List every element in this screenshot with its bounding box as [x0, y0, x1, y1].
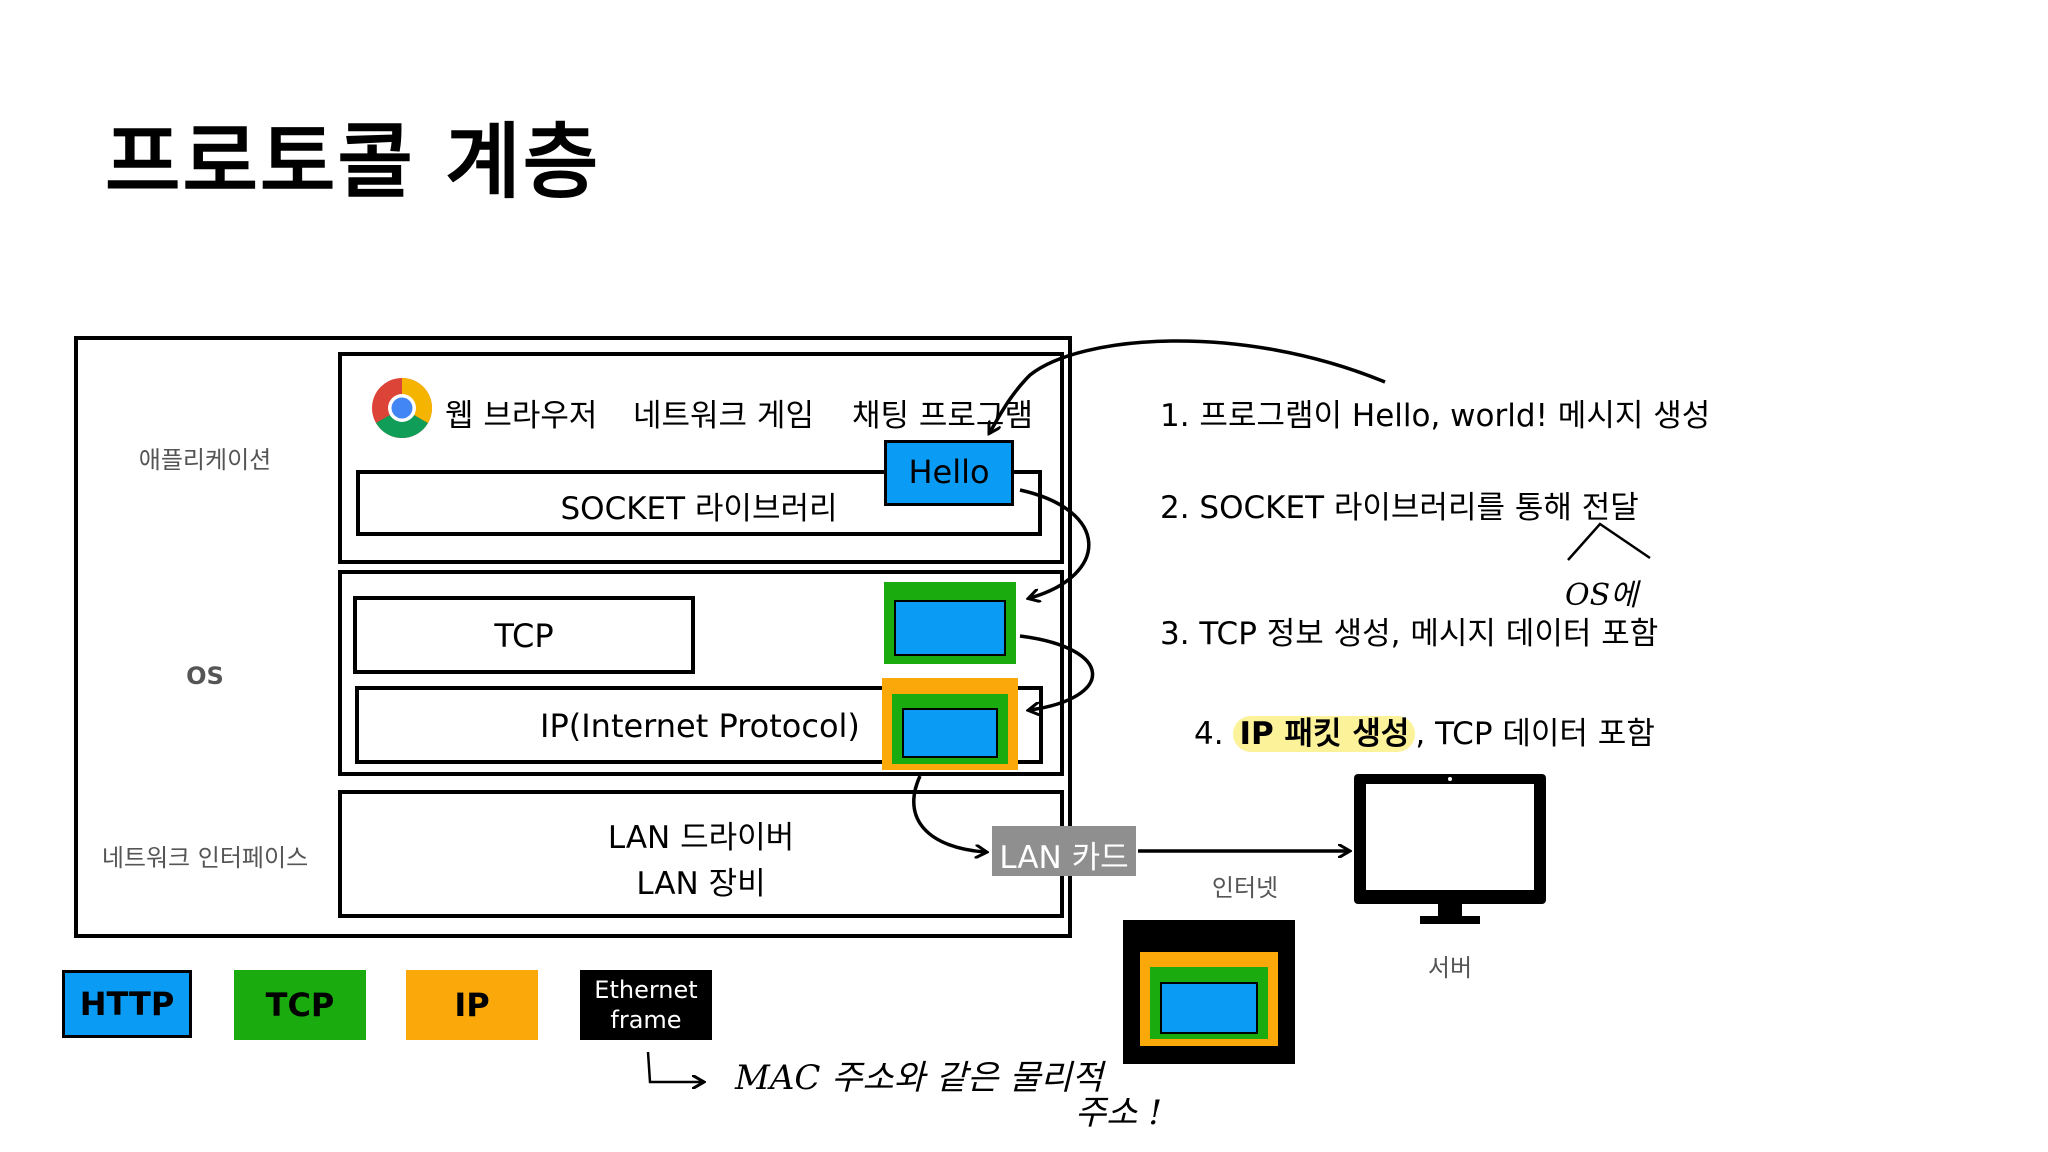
mac-handwritten-note-line1: MAC 주소와 같은 물리적: [735, 1058, 1104, 1098]
legend-ip: IP: [406, 970, 538, 1040]
page-title: 프로토콜 계층: [105, 115, 601, 210]
step-4: 4. IP 패킷 생성, TCP 데이터 포함: [1194, 708, 1655, 753]
socket-library-label: SOCKET 라이브러리: [560, 491, 838, 527]
tcp-segment-payload: [894, 600, 1006, 656]
tcp-label: TCP: [494, 617, 554, 655]
ip-label: IP(Internet Protocol): [540, 707, 860, 745]
os-note-caret: [1567, 522, 1651, 561]
ip-packet-payload: [902, 708, 998, 758]
lan-card-label: LAN 카드: [999, 840, 1129, 876]
mac-handwritten-note-line2: 주소 !: [1075, 1093, 1163, 1133]
arrow-step1-to-chat: [990, 339, 1386, 432]
step-4-number: 4.: [1194, 716, 1224, 752]
hello-message-box: [884, 440, 1014, 506]
ethernet-frame-payload: [1160, 982, 1258, 1034]
legend-ethernet-line1: Ethernet: [594, 976, 698, 1004]
step-3: 3. TCP 정보 생성, 메시지 데이터 포함: [1160, 616, 1659, 652]
step-4-rest: , TCP 데이터 포함: [1415, 716, 1655, 752]
tcp-box: [353, 596, 695, 674]
step-4-highlight: IP 패킷 생성: [1233, 716, 1416, 752]
arrow-tcp-to-ip: [1019, 634, 1095, 710]
step-1: 1. 프로그램이 Hello, world! 메시지 생성: [1160, 398, 1711, 434]
app-chat-program: 채팅 프로그램: [852, 398, 1033, 434]
arrow-ip-to-lan-card: [912, 775, 985, 852]
legend-ethernet-frame: Ethernet frame: [580, 970, 712, 1040]
mac-note-arrow: [646, 1051, 702, 1082]
lan-device-label: LAN 장비: [636, 866, 766, 902]
app-network-game: 네트워크 게임: [633, 398, 814, 434]
network-interface-layer-box: [338, 790, 1064, 918]
server-label: 서버: [1427, 954, 1473, 982]
internet-label: 인터넷: [1211, 874, 1279, 902]
layer-label-network-interface: 네트워크 인터페이스: [101, 844, 309, 872]
os-handwritten-note: OS에: [1565, 578, 1638, 613]
server-monitor-icon: [1350, 770, 1550, 930]
legend-ethernet-line2: frame: [610, 1006, 682, 1034]
hello-message-label: Hello: [908, 453, 990, 491]
legend-tcp: TCP: [234, 970, 366, 1040]
legend-http: HTTP: [62, 970, 192, 1038]
arrow-hello-to-tcp: [1019, 488, 1091, 598]
step-2: 2. SOCKET 라이브러리를 통해 전달: [1160, 490, 1639, 526]
layer-label-application: 애플리케이션: [138, 446, 272, 474]
lan-driver-label: LAN 드라이버: [607, 820, 795, 856]
app-web-browser: 웹 브라우저: [445, 398, 598, 434]
lan-card: [992, 826, 1136, 876]
chrome-icon: [371, 377, 433, 439]
layer-label-os: OS: [186, 662, 224, 690]
